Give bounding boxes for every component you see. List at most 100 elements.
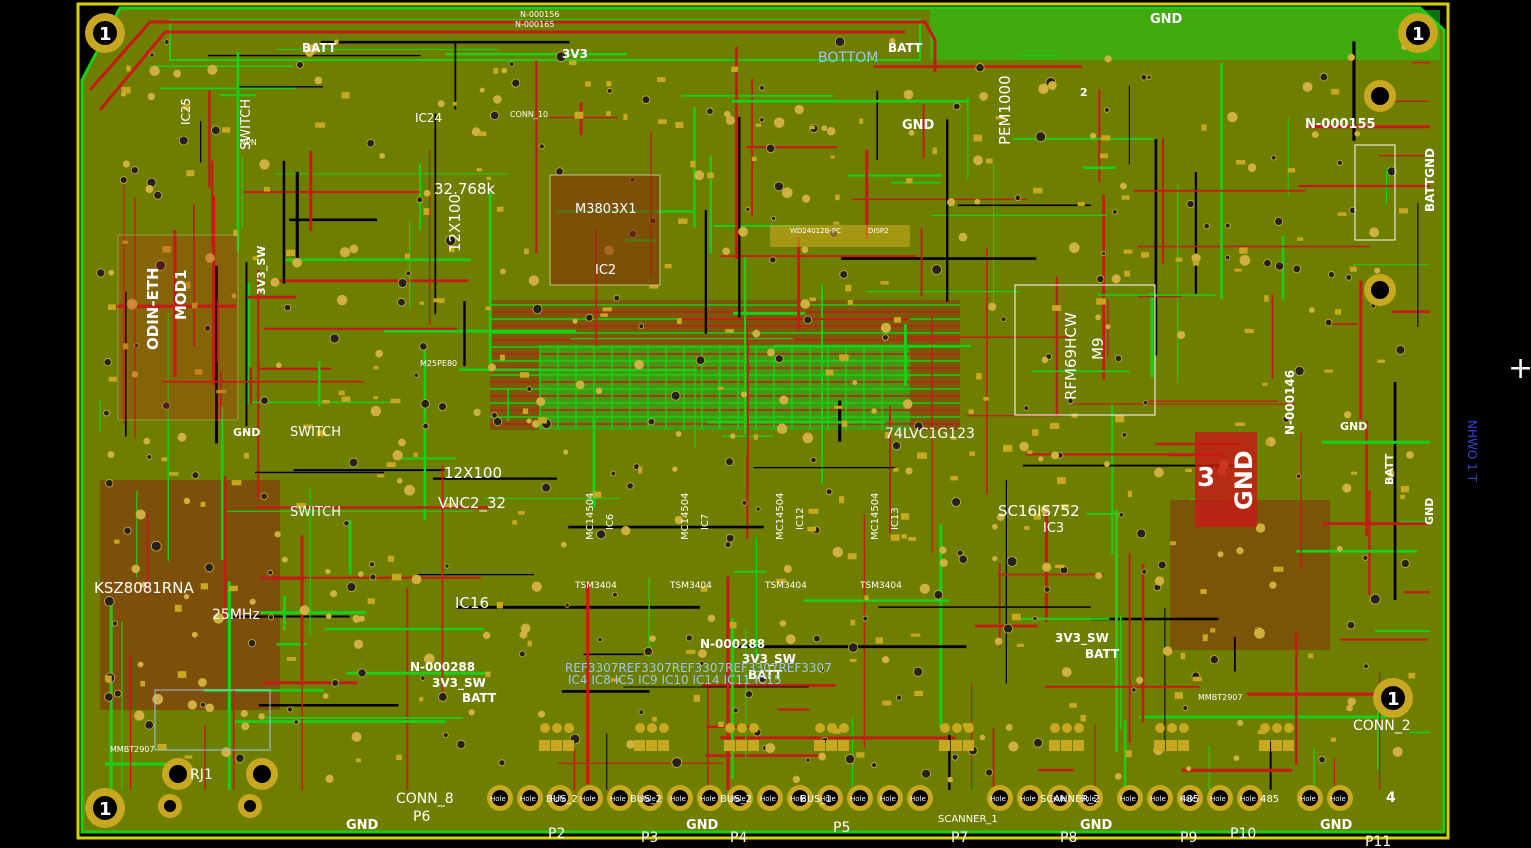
mounting-hole-br[interactable]: 1 <box>1373 678 1413 718</box>
comp-mmbt2: MMBT2907 <box>1198 693 1243 702</box>
smd-pad <box>623 113 628 121</box>
header-right-footprint[interactable] <box>1354 144 1396 241</box>
smd-pad <box>809 297 816 302</box>
via <box>852 380 858 386</box>
via <box>1131 687 1137 693</box>
rfm69-footprint[interactable] <box>1014 284 1156 416</box>
via <box>862 615 869 622</box>
via <box>979 91 988 101</box>
header-pin <box>736 740 747 751</box>
header-pin <box>635 723 645 733</box>
via <box>325 568 331 575</box>
smd-pad <box>1273 566 1284 572</box>
header-pin <box>1166 740 1177 751</box>
via <box>1006 556 1018 567</box>
comp-m25pe80: M25PE80 <box>420 359 457 368</box>
smd-pad <box>825 369 834 376</box>
via <box>260 492 268 500</box>
via <box>146 454 153 460</box>
outer-red-trace <box>88 20 937 91</box>
mod1-footprint[interactable] <box>117 234 239 421</box>
smd-pad <box>664 263 672 269</box>
via <box>1217 551 1224 558</box>
via <box>538 143 545 150</box>
via <box>392 450 403 461</box>
via <box>1374 267 1381 274</box>
header-pin <box>659 723 669 733</box>
smd-pad <box>387 555 395 562</box>
smd-pad <box>1052 305 1062 311</box>
comp-ic12: IC12 <box>795 507 806 530</box>
via <box>292 257 302 268</box>
mounting-hole-tl[interactable]: 1 <box>85 13 125 53</box>
rj-connector[interactable] <box>154 689 278 818</box>
via <box>725 533 735 543</box>
via <box>541 482 551 493</box>
via <box>96 268 106 278</box>
smd-pad <box>638 466 643 474</box>
smd-pad <box>1057 477 1066 484</box>
via <box>1342 483 1352 493</box>
conn-label-bus2c: BUS_2 <box>720 794 752 805</box>
conn-label-conn8: CONN_8 <box>396 791 454 807</box>
smd-pad <box>1387 471 1395 478</box>
via <box>330 590 338 598</box>
via <box>939 558 948 567</box>
net-label-gnd-b3: GND <box>1080 818 1113 833</box>
smd-pad <box>693 694 701 702</box>
via <box>988 302 997 311</box>
via <box>526 418 532 424</box>
via <box>149 65 160 77</box>
header-pin <box>564 723 574 733</box>
conn-label-p8: P8 <box>1060 830 1077 846</box>
smd-pad <box>1337 212 1347 216</box>
via <box>370 405 382 417</box>
via <box>267 614 274 621</box>
via <box>204 324 212 332</box>
via <box>479 87 485 93</box>
display-connector-footprint[interactable] <box>770 225 910 247</box>
smd-pad <box>900 513 910 520</box>
smd-pad <box>1398 208 1408 214</box>
smd-pad <box>177 671 187 678</box>
via <box>346 582 357 592</box>
via <box>416 196 424 204</box>
via <box>707 614 716 623</box>
smd-pad <box>216 389 227 394</box>
smd-pad <box>833 728 841 734</box>
via <box>792 775 801 784</box>
screw-terminal-drill <box>1052 790 1068 806</box>
smd-pad <box>880 281 889 285</box>
mounting-hole-bl[interactable]: 1 <box>85 788 125 828</box>
via <box>783 565 792 574</box>
comp-tsm4: TSM3404 <box>859 581 902 591</box>
smd-pad <box>606 80 612 87</box>
header-pin <box>647 723 657 733</box>
smd-pad <box>200 583 209 590</box>
via <box>951 497 962 507</box>
via <box>889 37 896 44</box>
mounting-hole-tr[interactable]: 1 <box>1398 13 1438 53</box>
via <box>1318 755 1326 764</box>
smd-pad <box>847 299 853 305</box>
via <box>144 720 154 730</box>
via <box>1336 545 1343 552</box>
big-gnd-pad[interactable] <box>1195 432 1257 527</box>
smd-pad <box>200 501 206 507</box>
smd-pad <box>658 119 667 125</box>
comp-switch2: SWITCH <box>290 425 341 440</box>
smd-pad <box>518 511 525 515</box>
via <box>1362 554 1369 561</box>
via <box>913 666 924 677</box>
net-label-gnd-b2: GND <box>686 818 719 833</box>
smd-pad <box>932 147 937 155</box>
via <box>155 260 166 271</box>
conn-label-485b: 485 <box>1260 794 1279 805</box>
smd-pad <box>1080 714 1086 722</box>
hole-label: Hole <box>490 795 506 803</box>
comp-mc2: MC14504 <box>680 493 691 540</box>
ic2-footprint[interactable] <box>549 174 661 286</box>
via <box>205 253 215 263</box>
